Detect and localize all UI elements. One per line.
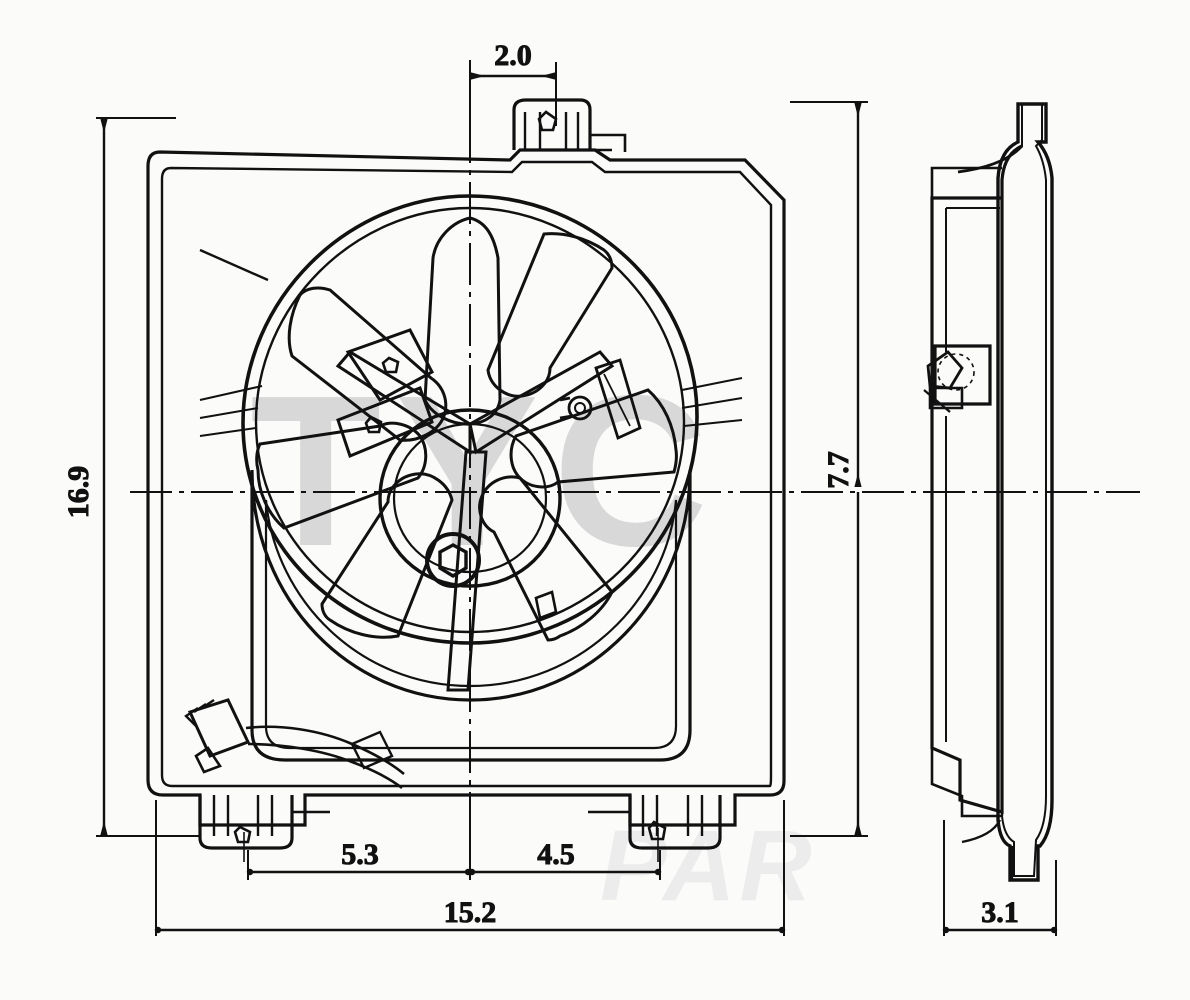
- dimension-overall-15-2: 15.2: [154, 800, 786, 936]
- motor-stud-linkage: [559, 358, 642, 440]
- dimension-bottom-segments: 5.3 4.5: [246, 800, 662, 880]
- dimension-bottom-right-label: 4.5: [537, 838, 575, 871]
- fan-blade-3: [255, 421, 428, 530]
- fan-blade-6: [509, 388, 678, 489]
- shroud-outer-frame: [146, 148, 786, 827]
- side-venturi-front: [930, 144, 1023, 815]
- shroud-inner-rim: [160, 160, 773, 788]
- front-view-centerlines: [130, 60, 1140, 880]
- side-flange-detail: [930, 166, 1002, 198]
- fan-blade-4: [320, 472, 454, 639]
- lower-right-detail: [534, 590, 558, 620]
- hub-boss: [425, 532, 481, 588]
- dimension-right-label: 7.7: [822, 451, 855, 489]
- shroud-brace-topleft: [199, 248, 269, 282]
- top-mounting-bracket: [512, 98, 627, 152]
- dimension-left-16-9: 16.9: [62, 117, 200, 837]
- side-lower-flange: [930, 748, 1002, 818]
- motor-arm-bottom: [446, 450, 488, 692]
- side-venturi-front-inner: [945, 207, 1000, 742]
- fan-shroud-ring-outer: [241, 194, 699, 645]
- side-curved-bottom: [961, 819, 1002, 844]
- connector-wire-upper: [245, 725, 405, 775]
- hub-hex-nut: [438, 543, 468, 578]
- side-motor-mount-block: [923, 344, 992, 413]
- fan-blade-2: [287, 286, 448, 442]
- motor-mount-plate: [336, 328, 435, 459]
- dimension-top-2-0: 2.0: [469, 39, 557, 140]
- dimension-top-label: 2.0: [494, 39, 532, 72]
- connector-wire-lower: [247, 742, 403, 790]
- dimension-overall-label: 15.2: [444, 896, 497, 929]
- watermark-secondary-text: PAR: [600, 810, 816, 922]
- dimension-side-3-1: 3.1: [942, 820, 1058, 936]
- electrical-connector: [184, 698, 405, 790]
- dimension-bottom-left-label: 5.3: [341, 838, 379, 871]
- blade-detail-lines: [199, 377, 743, 437]
- dimension-side-label: 3.1: [981, 896, 1019, 929]
- bottom-mounting-tab-left: [198, 795, 330, 862]
- dimension-left-label: 16.9: [62, 466, 95, 519]
- bottom-mounting-tab-right: [588, 795, 722, 862]
- side-shroud-body: [1001, 103, 1047, 877]
- dimension-right-7-7: 7.7: [790, 101, 868, 837]
- motor-arm-right: [468, 350, 615, 455]
- front-view-group: [146, 98, 786, 862]
- side-view-group: [923, 102, 1054, 882]
- side-curved-top: [957, 145, 1024, 174]
